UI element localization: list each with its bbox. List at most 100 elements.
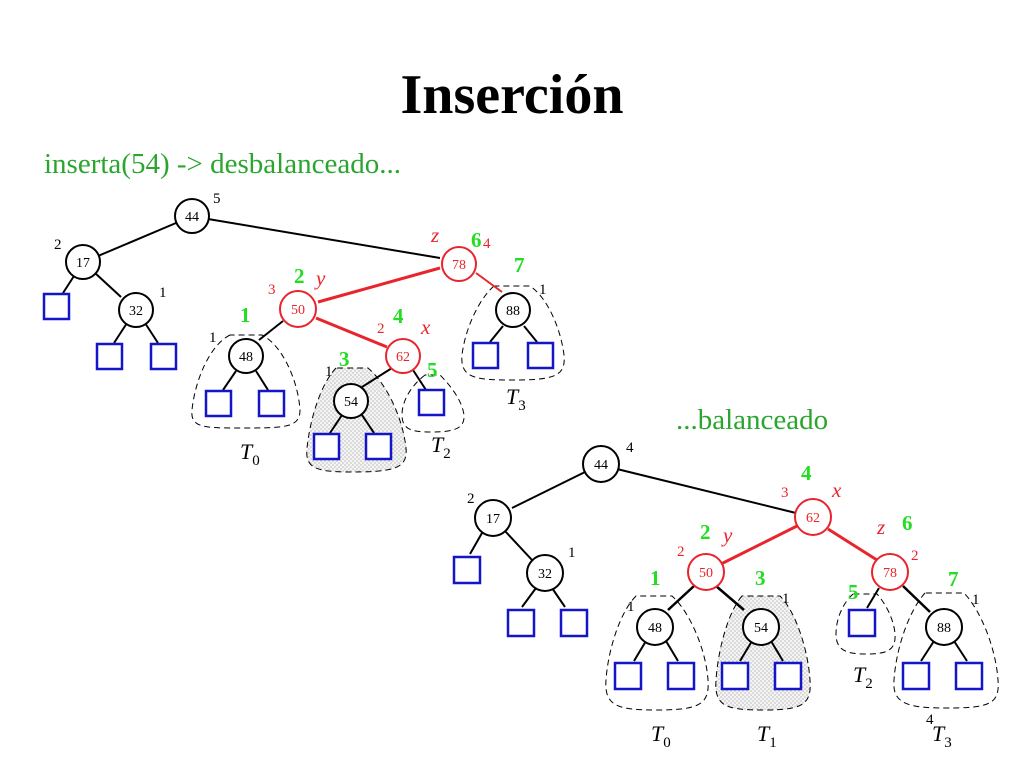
order-6: 6 bbox=[471, 228, 482, 252]
after-leaf bbox=[559, 608, 589, 638]
subtree-stray-height: 4 bbox=[926, 712, 934, 728]
after-t0-outline bbox=[605, 595, 709, 711]
role-y: y bbox=[314, 266, 326, 290]
before-edges bbox=[62, 218, 538, 434]
height-label: 1 bbox=[325, 364, 333, 380]
before-edge-50-48 bbox=[258, 320, 284, 341]
node-key: 78 bbox=[452, 258, 466, 273]
before-node-17: 17 bbox=[65, 244, 101, 280]
before-edge-88-right bbox=[523, 325, 538, 343]
after-node-44: 44 bbox=[582, 445, 620, 483]
after-edge-78-88 bbox=[902, 585, 931, 613]
after-leaf bbox=[847, 608, 877, 638]
after-node-88: 88 bbox=[925, 608, 963, 646]
after-edge-48-left bbox=[633, 640, 647, 662]
after-leaves bbox=[452, 555, 984, 691]
before-edge-50-62 bbox=[315, 316, 388, 349]
before-roles: z y x bbox=[314, 223, 439, 339]
before-leaf bbox=[149, 342, 178, 371]
node-key: 50 bbox=[699, 566, 713, 581]
before-node-78: 78 bbox=[441, 246, 477, 282]
node-key: 54 bbox=[344, 395, 358, 410]
height-label: 2 bbox=[911, 548, 919, 564]
order-4: 4 bbox=[801, 461, 812, 485]
before-edge-78-50 bbox=[317, 266, 441, 304]
after-heights: 4 2 1 3 2 1 1 2 1 bbox=[467, 440, 980, 615]
before-nodes: 44 17 32 78 50 48 62 54 bbox=[65, 198, 531, 419]
before-edge-48-left bbox=[222, 370, 237, 391]
role-x: x bbox=[420, 315, 431, 339]
before-t3-outline bbox=[461, 285, 565, 381]
role-z: z bbox=[876, 515, 885, 539]
node-key: 88 bbox=[937, 621, 951, 636]
height-label: 2 bbox=[377, 321, 385, 337]
height-label: 1 bbox=[782, 591, 790, 607]
node-key: 62 bbox=[806, 511, 820, 526]
before-leaf bbox=[204, 389, 233, 418]
order-1: 1 bbox=[240, 303, 251, 327]
order-4: 4 bbox=[393, 304, 404, 328]
before-leaf bbox=[95, 342, 124, 371]
after-leaf bbox=[452, 555, 482, 585]
after-node-62: 62 bbox=[794, 498, 832, 536]
after-edge-62-78 bbox=[827, 527, 878, 562]
order-1: 1 bbox=[650, 566, 661, 590]
node-key: 17 bbox=[486, 512, 500, 527]
order-2: 2 bbox=[294, 264, 305, 288]
order-5: 5 bbox=[427, 358, 438, 382]
node-key: 88 bbox=[506, 304, 520, 319]
before-leaf bbox=[471, 341, 500, 370]
subtree-label-t3: T3 bbox=[506, 384, 526, 414]
after-leaf bbox=[954, 661, 984, 691]
order-5: 5 bbox=[848, 580, 859, 604]
order-2: 2 bbox=[700, 520, 711, 544]
after-edge-48-right bbox=[665, 640, 679, 662]
height-label: 1 bbox=[159, 285, 167, 301]
after-node-78: 78 bbox=[871, 553, 909, 591]
after-edge-32-right bbox=[551, 587, 566, 608]
before-order: 1 2 3 4 5 6 7 bbox=[240, 228, 525, 382]
subtree-label-t3: T3 bbox=[932, 721, 952, 751]
after-edge-54-right bbox=[770, 640, 784, 662]
after-caption: ...balanceado bbox=[676, 404, 828, 436]
height-label: 3 bbox=[268, 282, 276, 298]
slide-title: Inserción bbox=[401, 64, 624, 126]
before-edge-44-17 bbox=[97, 222, 177, 257]
subtree-label-t0: T0 bbox=[651, 721, 671, 751]
node-key: 44 bbox=[594, 458, 608, 473]
height-label: 4 bbox=[483, 236, 491, 252]
after-edges bbox=[469, 468, 968, 662]
before-t2-outline bbox=[401, 374, 465, 433]
height-label: 5 bbox=[213, 191, 221, 207]
node-key: 62 bbox=[396, 350, 410, 365]
after-leaf bbox=[901, 661, 931, 691]
before-node-54: 54 bbox=[333, 383, 369, 419]
before-edge-62-right bbox=[412, 369, 427, 391]
after-edge-62-50 bbox=[720, 524, 798, 566]
before-node-88: 88 bbox=[495, 292, 531, 328]
after-leaf bbox=[613, 661, 643, 691]
before-edge-54-left bbox=[329, 414, 343, 434]
before-edge-44-78 bbox=[207, 218, 441, 259]
role-z: z bbox=[430, 223, 439, 247]
after-order: 1 2 3 4 5 6 7 bbox=[650, 461, 959, 604]
node-key: 48 bbox=[239, 350, 253, 365]
before-edge-54-right bbox=[361, 414, 375, 434]
before-node-48: 48 bbox=[228, 338, 264, 374]
height-label: 1 bbox=[627, 599, 635, 615]
after-edge-50-48 bbox=[667, 585, 695, 611]
height-label: 2 bbox=[54, 237, 62, 253]
before-leaf bbox=[312, 432, 341, 461]
subtree-label-t0: T0 bbox=[240, 439, 260, 469]
after-t3-outline bbox=[893, 592, 999, 709]
role-x: x bbox=[831, 478, 842, 502]
after-edge-88-left bbox=[920, 640, 935, 662]
order-6: 6 bbox=[902, 511, 913, 535]
after-edge-44-17 bbox=[511, 471, 586, 509]
before-edge-17-32 bbox=[94, 272, 122, 298]
height-label: 3 bbox=[781, 485, 789, 501]
node-key: 17 bbox=[76, 256, 90, 271]
after-node-50: 50 bbox=[687, 553, 725, 591]
height-label: 2 bbox=[467, 491, 475, 507]
